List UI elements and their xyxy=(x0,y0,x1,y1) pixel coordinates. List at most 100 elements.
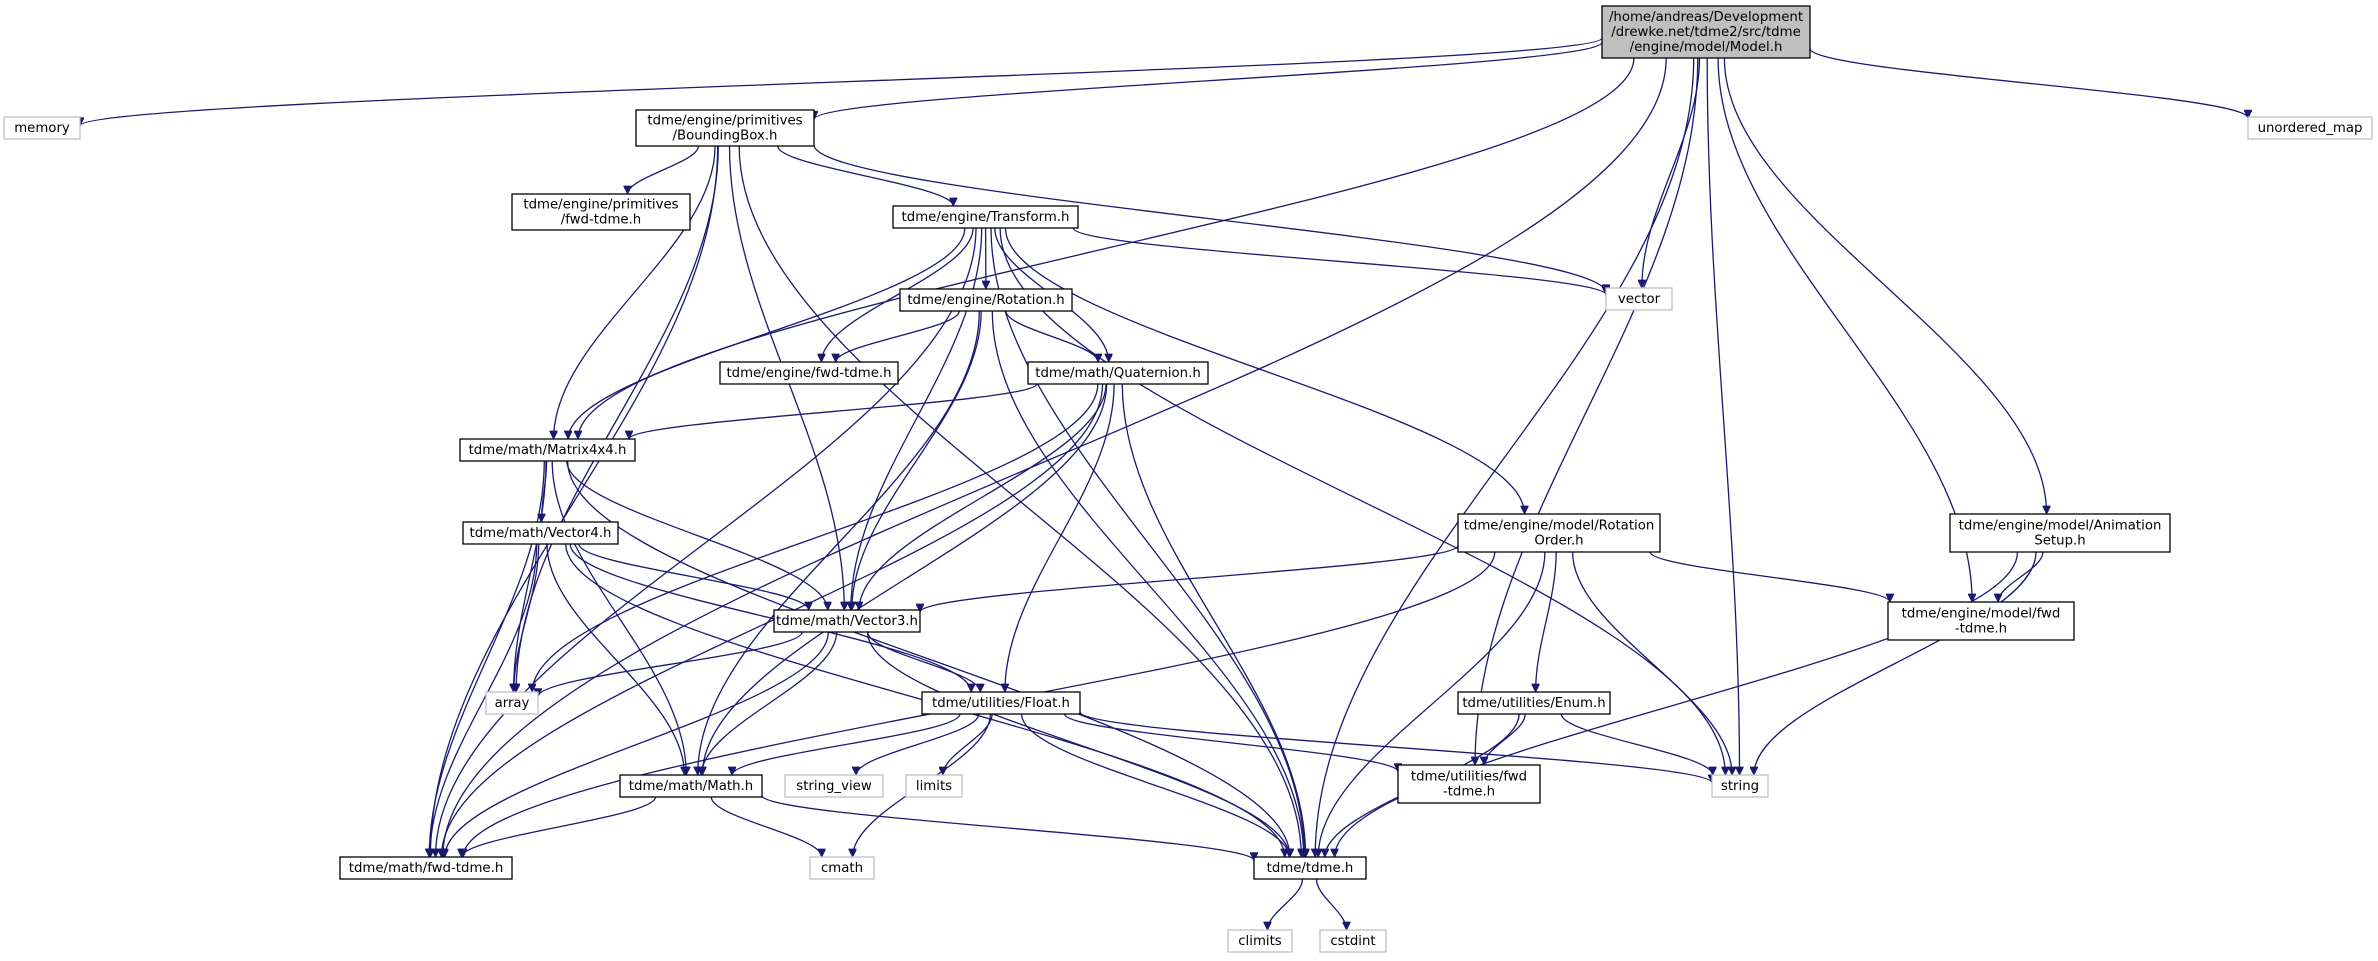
node-math-fwd-h[interactable]: tdme/math/fwd-tdme.h xyxy=(339,856,513,880)
node-rotation-h[interactable]: tdme/engine/Rotation.h xyxy=(899,288,1073,312)
node-tdme-h[interactable]: tdme/tdme.h xyxy=(1253,856,1367,880)
node-box xyxy=(1253,856,1367,880)
node-label-line: unordered_map xyxy=(2258,121,2363,136)
edge-math_h-to-tdme_h xyxy=(761,794,1254,860)
node-label-line: tdme/utilities/fwd xyxy=(1411,770,1527,785)
node-box xyxy=(1949,513,2171,553)
node-matrix4x4-h[interactable]: tdme/math/Matrix4x4.h xyxy=(459,438,636,462)
edge-rotationorder_h-to-vector3_h xyxy=(920,544,1459,613)
node-box xyxy=(2247,116,2373,140)
node-label-line: cmath xyxy=(821,861,863,876)
edge-float_h-to-string xyxy=(1079,711,1712,783)
edge-quaternion_h-to-matrix4x4_h xyxy=(629,383,1038,439)
node-label-line: Setup.h xyxy=(2034,534,2085,549)
node-label-line: tdme/utilities/Enum.h xyxy=(1462,696,1605,711)
node-label-line: tdme/tdme.h xyxy=(1267,861,1354,876)
node-math-h[interactable]: tdme/math/Math.h xyxy=(619,774,763,798)
edge-vector3_h-to-array xyxy=(538,631,803,697)
node-boundingbox-h[interactable]: tdme/engine/primitives/BoundingBox.h xyxy=(635,109,815,147)
edge-transform_h-to-vector xyxy=(1072,227,1606,295)
node-limits: limits xyxy=(905,774,963,798)
edge-matrix4x4_h-to-tdme_h xyxy=(566,460,1290,857)
node-memory: memory xyxy=(3,116,81,140)
edge-quaternion_h-to-float_h xyxy=(1005,383,1115,692)
node-engine-fwd-h[interactable]: tdme/engine/fwd-tdme.h xyxy=(719,361,899,385)
edge-math_h-to-math_fwd_h xyxy=(462,796,657,857)
node-box xyxy=(1457,513,1661,553)
edge-boundingbox_h-to-matrix4x4_h xyxy=(554,145,716,439)
edge-enum_h-to-string xyxy=(1560,713,1712,775)
node-enum-h[interactable]: tdme/utilities/Enum.h xyxy=(1457,691,1611,715)
edge-rotationorder_h-to-model_fwd_h xyxy=(1649,551,1890,602)
node-box xyxy=(1711,774,1769,798)
edge-math_h-to-cmath xyxy=(710,796,821,857)
edge-quaternion_h-to-array xyxy=(532,383,1099,692)
node-label-line: tdme/math/Vector4.h xyxy=(470,526,612,541)
node-quaternion-h[interactable]: tdme/math/Quaternion.h xyxy=(1027,361,1209,385)
node-label-line: cstdint xyxy=(1330,934,1375,949)
edge-transform_h-to-vector3_h xyxy=(851,227,983,610)
edge-model_h-to-memory xyxy=(80,37,1603,126)
node-box xyxy=(1319,929,1387,953)
node-box xyxy=(809,856,875,880)
node-label-line: string xyxy=(1721,779,1759,794)
node-box xyxy=(892,205,1079,229)
node-prim-fwd-h[interactable]: tdme/engine/primitives/fwd-tdme.h xyxy=(511,193,691,231)
node-label-line: -tdme.h xyxy=(1955,622,2007,637)
node-label-line: tdme/engine/model/Animation xyxy=(1959,519,2162,534)
node-vector: vector xyxy=(1605,287,1673,311)
node-box xyxy=(921,691,1081,715)
node-box xyxy=(899,288,1073,312)
edge-transform_h-to-matrix4x4_h xyxy=(568,227,966,439)
node-util-fwd-h[interactable]: tdme/utilities/fwd-tdme.h xyxy=(1397,764,1541,804)
edge-matrix4x4_h-to-math_h xyxy=(551,460,686,775)
edge-matrix4x4_h-to-array xyxy=(514,460,547,692)
edge-vector3_h-to-tdme_h xyxy=(866,631,1290,857)
edge-model_h-to-string xyxy=(1706,57,1739,775)
node-box xyxy=(719,361,899,385)
node-label-line: string_view xyxy=(796,779,872,794)
edge-rotation_h-to-vector3_h xyxy=(852,310,982,610)
edge-rotation_h-to-tdme_h xyxy=(991,310,1303,857)
node-label-line: limits xyxy=(916,779,952,794)
edge-vector3_h-to-math_h xyxy=(701,631,838,775)
node-vector3-h[interactable]: tdme/math/Vector3.h xyxy=(773,609,921,633)
edge-animsetup_h-to-model_fwd_h xyxy=(1998,551,2044,602)
node-array: array xyxy=(485,691,539,715)
node-label-line: -tdme.h xyxy=(1443,785,1495,800)
node-model-h[interactable]: /home/andreas/Development/drewke.net/tdm… xyxy=(1601,5,1811,59)
edge-boundingbox_h-to-prim_fwd_h xyxy=(628,145,700,194)
node-box xyxy=(1887,601,2075,641)
edge-rotationorder_h-to-string xyxy=(1571,551,1733,775)
node-label-line: array xyxy=(495,696,530,711)
node-vector4-h[interactable]: tdme/math/Vector4.h xyxy=(462,521,619,545)
edge-vector4_h-to-math_fwd_h xyxy=(430,543,538,857)
node-model-fwd-h[interactable]: tdme/engine/model/fwd-tdme.h xyxy=(1887,601,2075,641)
node-float-h[interactable]: tdme/utilities/Float.h xyxy=(921,691,1081,715)
node-label-line: /engine/model/Model.h xyxy=(1630,40,1783,55)
edge-rotation_h-to-quaternion_h xyxy=(1005,310,1098,362)
node-unordered-map: unordered_map xyxy=(2247,116,2373,140)
edge-transform_h-to-rotationorder_h xyxy=(1004,227,1525,514)
node-label-line: climits xyxy=(1238,934,1282,949)
edge-model_h-to-tdme_h xyxy=(1315,57,1695,857)
edge-model_h-to-math_fwd_h xyxy=(443,57,1667,857)
node-label-line: /fwd-tdme.h xyxy=(561,213,641,228)
node-label-line: tdme/math/Math.h xyxy=(629,779,753,794)
node-label-line: vector xyxy=(1618,292,1661,307)
node-box xyxy=(619,774,763,798)
edge-rotationorder_h-to-tdme_h xyxy=(1318,551,1546,857)
edge-transform_h-to-engine_fwd_h xyxy=(821,227,974,362)
edge-model_h-to-model_fwd_h xyxy=(1717,57,1972,602)
edge-float_h-to-tdme_h xyxy=(1020,713,1290,857)
node-transform-h[interactable]: tdme/engine/Transform.h xyxy=(892,205,1079,229)
node-box xyxy=(773,609,921,633)
node-box xyxy=(1457,691,1611,715)
node-label-line: tdme/utilities/Float.h xyxy=(932,696,1070,711)
node-label-line: tdme/math/Vector3.h xyxy=(776,614,918,629)
node-label-line: tdme/math/fwd-tdme.h xyxy=(349,861,504,876)
edge-rotation_h-to-engine_fwd_h xyxy=(836,310,960,362)
